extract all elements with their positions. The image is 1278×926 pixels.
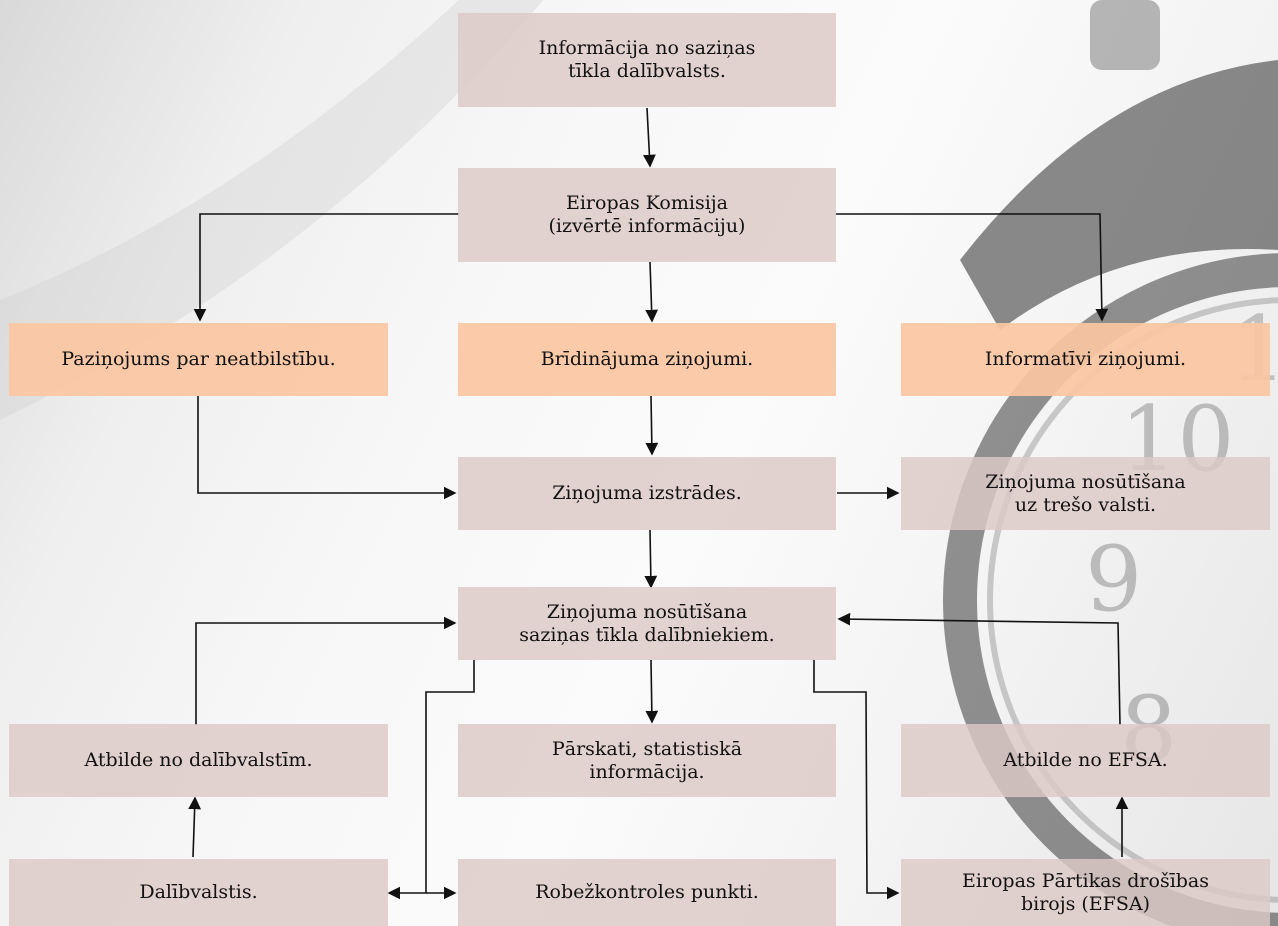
node-member-state: Dalībvalstis. <box>9 859 388 926</box>
arrow-info-to-commission <box>643 107 656 168</box>
node-reply-efsa: Atbilde no EFSA. <box>901 724 1270 797</box>
arrow-send-to-efsa <box>813 660 900 900</box>
node-drafting: Ziņojuma izstrādes. <box>458 457 836 530</box>
arrow-replymembers-to-send <box>195 616 457 725</box>
arrow-alerts-to-drafting <box>645 395 659 456</box>
node-send-members: Ziņojuma nosūtīšana saziņas tīkla dalībn… <box>458 587 836 660</box>
arrow-send-to-reports <box>645 659 659 724</box>
node-efsa: Eiropas Pārtikas drošības birojs (EFSA) <box>901 859 1270 926</box>
arrow-commission-to-informative <box>836 213 1109 322</box>
node-info-network: Informācija no saziņas tīkla dalībvalsts… <box>458 13 836 107</box>
svg-text:9: 9 <box>1085 527 1142 632</box>
node-reports: Pārskati, statistiskā informācija. <box>458 724 836 797</box>
node-informative: Informatīvi ziņojumi. <box>901 323 1270 396</box>
arrow-commission-to-noncompliance <box>193 213 459 322</box>
node-reply-members: Atbilde no dalībvalstīm. <box>9 724 388 797</box>
arrow-noncompliance-to-drafting <box>197 396 457 500</box>
arrow-replyefsa-to-send <box>837 612 1121 726</box>
node-non-compliance: Paziņojums par neatbilstību. <box>9 323 388 396</box>
arrow-drafting-to-send <box>644 529 658 589</box>
arrow-memberstate-to-replymembers <box>188 796 202 858</box>
node-border-points: Robežkontroles punkti. <box>458 859 836 926</box>
arrow-commission-to-alerts <box>645 261 659 323</box>
node-commission: Eiropas Komisija (izvērtē informāciju) <box>458 168 836 262</box>
line-send-to-left-branch <box>425 660 475 893</box>
node-alerts: Brīdinājuma ziņojumi. <box>458 323 836 396</box>
node-third-country: Ziņojuma nosūtīšana uz trešo valsti. <box>901 457 1270 530</box>
